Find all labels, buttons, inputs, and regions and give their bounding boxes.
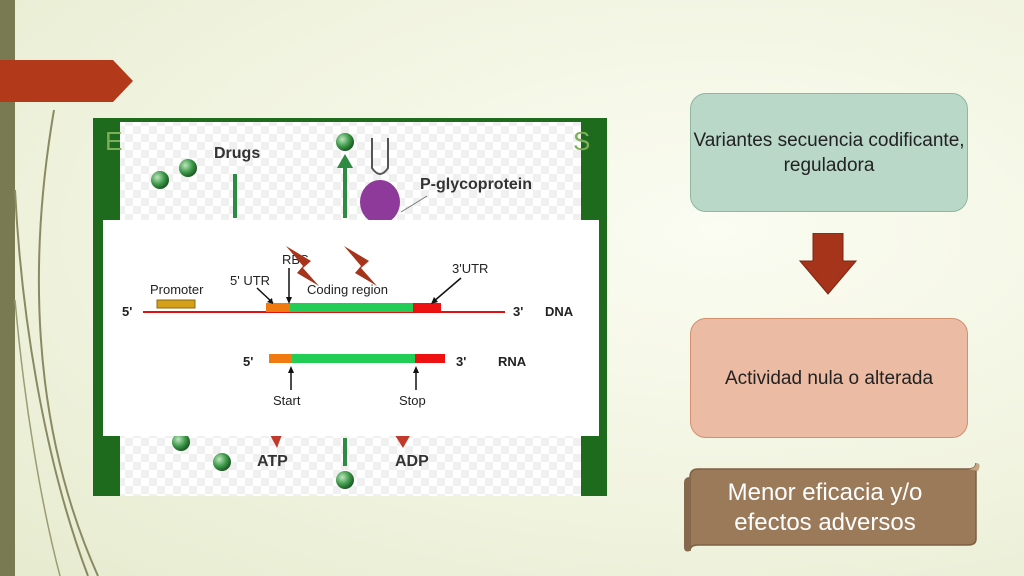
coding-region-label: Coding region	[307, 282, 388, 297]
svg-text:S: S	[573, 126, 590, 156]
result-text: Menor eficacia y/o efectos adversos	[727, 479, 923, 536]
drug-ball	[151, 171, 169, 189]
drug-ball	[336, 471, 354, 489]
coding-region-box	[290, 303, 413, 312]
p-glycoprotein-shape	[360, 180, 400, 224]
rna-utr3-box	[415, 354, 445, 363]
start-label: Start	[273, 393, 301, 408]
decorative-lines	[14, 109, 99, 576]
drug-ball	[213, 453, 231, 471]
utr3-label: 3'UTR	[452, 261, 488, 276]
dna-3-label: 3'	[513, 304, 523, 319]
promoter-box	[156, 299, 196, 309]
utr5-box	[266, 303, 290, 312]
down-arrow-icon	[799, 233, 857, 295]
dna-label: DNA	[545, 304, 574, 319]
adp-label: ADP	[395, 453, 429, 470]
pgp-label: P-glycoprotein	[420, 176, 532, 193]
flow-box-activity-text: Actividad nula o alterada	[724, 367, 934, 389]
drug-ball	[172, 433, 190, 451]
rna-3-label: 3'	[456, 354, 466, 369]
left-accent-bar	[0, 0, 15, 576]
drugs-label: Drugs	[214, 145, 260, 162]
drug-ball	[179, 159, 197, 177]
utr5-label: 5' UTR	[230, 273, 270, 288]
result-scroll	[684, 462, 980, 552]
drug-ball	[336, 133, 354, 151]
gene-diagram-figure: E S Drugs P-glycoprotein ATP ADP Promote…	[93, 118, 607, 514]
svg-text:E: E	[105, 126, 122, 156]
gene-structure-panel	[103, 220, 599, 436]
flow-box-variants: Variantes secuencia codificante, regulad…	[690, 93, 968, 212]
utr3-box	[413, 303, 441, 312]
flow-box-activity: Actividad nula o alterada	[690, 318, 968, 438]
rna-5-label: 5'	[243, 354, 253, 369]
rna-coding-box	[292, 354, 415, 363]
rna-label: RNA	[498, 354, 527, 369]
rna-utr5-box	[269, 354, 292, 363]
flow-box-variants-text: Variantes secuencia codificante, regulad…	[693, 129, 965, 176]
dna-5-label: 5'	[122, 304, 132, 319]
stop-label: Stop	[399, 393, 426, 408]
title-ribbon	[0, 60, 133, 102]
promoter-label: Promoter	[150, 282, 204, 297]
atp-label: ATP	[257, 453, 288, 470]
